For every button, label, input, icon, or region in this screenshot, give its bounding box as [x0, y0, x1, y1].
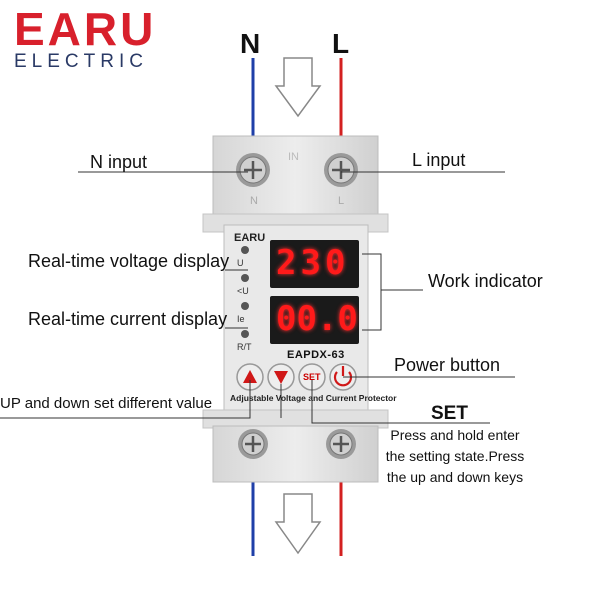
screw-icon — [326, 429, 356, 459]
indicator-led — [241, 246, 249, 254]
set-title: SET — [431, 403, 468, 424]
device-model: EAPDX-63 — [287, 349, 345, 361]
power-button-label: Power button — [394, 355, 501, 375]
brand-logo-subtitle: ELECTRIC — [14, 51, 148, 72]
set-button-label: SET — [303, 372, 321, 382]
current-display-screen — [270, 296, 359, 344]
indicator-led — [241, 274, 249, 282]
device-function-label: Adjustable Voltage and Current Protector — [230, 393, 397, 403]
power-icon — [333, 371, 353, 387]
lower-terminal-block — [212, 425, 379, 483]
work-indicator-label: Work indicator — [428, 271, 543, 291]
terminal-face-in-label: IN — [288, 151, 299, 163]
device-brand: EARU — [234, 232, 266, 244]
indicator-label: Ie — [237, 314, 245, 324]
indicator-label: U — [237, 258, 244, 268]
screw-icon — [238, 429, 268, 459]
current-display-label: Real-time current display — [28, 309, 228, 329]
voltage-display-label: Real-time voltage display — [28, 251, 230, 271]
up-down-label: UP and down set different value — [0, 395, 213, 412]
live-terminal-label: L — [332, 28, 350, 59]
screw-icon — [236, 153, 270, 187]
neutral-terminal-label: N — [240, 28, 261, 59]
l-input-label: L input — [412, 150, 466, 170]
down-arrow-icon — [274, 57, 322, 118]
callout-line — [0, 380, 282, 419]
screw-icon — [324, 153, 358, 187]
set-button[interactable] — [299, 364, 325, 390]
down-arrow-icon — [274, 493, 322, 555]
indicator-label: <U — [237, 286, 249, 296]
set-instruction-note: Press and hold enter the setting state.P… — [385, 427, 525, 485]
up-button[interactable] — [237, 364, 263, 390]
callout-line — [362, 253, 423, 331]
n-input-label: N input — [90, 152, 148, 172]
indicator-led — [241, 330, 249, 338]
terminal-face-n-label: N — [250, 195, 258, 207]
power-button[interactable] — [330, 364, 356, 390]
brand-logo: EARU — [14, 3, 157, 55]
down-button[interactable] — [268, 364, 294, 390]
indicator-led — [241, 302, 249, 310]
down-triangle-icon — [274, 371, 288, 384]
terminal-face-l-label: L — [338, 195, 345, 207]
current-reading: 00.0 — [276, 299, 358, 339]
voltage-display-screen — [270, 240, 359, 288]
callout-line — [311, 380, 490, 424]
up-triangle-icon — [243, 370, 257, 383]
voltage-reading: 230 — [276, 243, 350, 283]
indicator-label: R/T — [237, 342, 252, 352]
